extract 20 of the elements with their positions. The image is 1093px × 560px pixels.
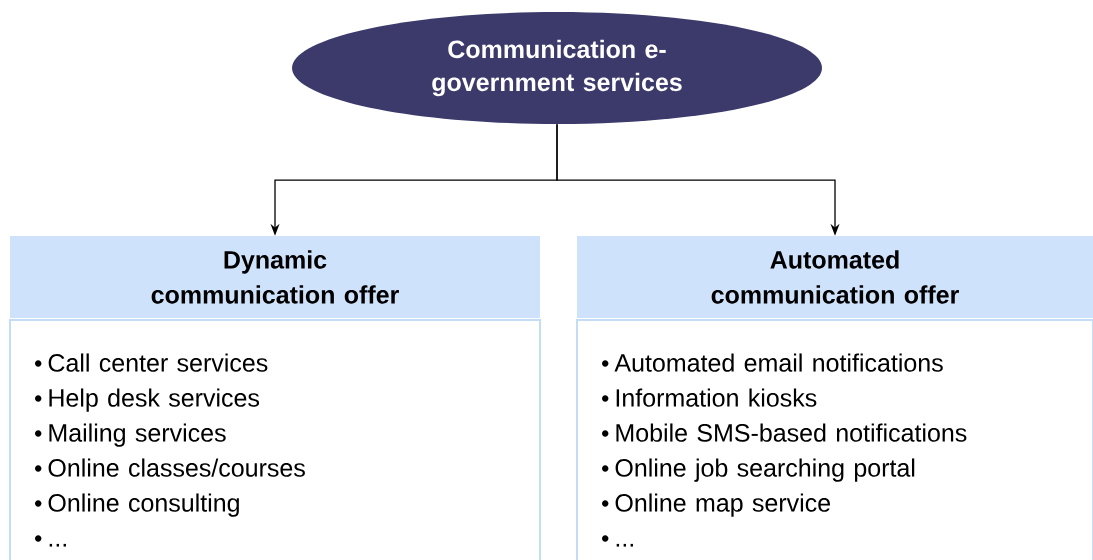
header-label: Automated communication offer bbox=[711, 250, 959, 304]
header-band bbox=[577, 236, 1093, 318]
title-ellipse bbox=[292, 12, 822, 124]
header-label: Dynamic communication offer bbox=[151, 250, 399, 304]
list-item: ... bbox=[616, 543, 633, 547]
list-box bbox=[576, 319, 1093, 560]
list-item: ... bbox=[49, 543, 66, 547]
list-item: Online classes/courses bbox=[48, 458, 305, 477]
header-band bbox=[10, 236, 540, 318]
list-item: Online job searching portal bbox=[615, 458, 915, 482]
list-item: Information kiosks bbox=[616, 388, 817, 407]
list-item: Mailing services bbox=[49, 423, 226, 447]
list-item: Call center services bbox=[48, 353, 268, 372]
list-item: Online consulting bbox=[48, 493, 239, 517]
list-item: Help desk services bbox=[49, 388, 259, 412]
ellipse-label: Communication e-government services bbox=[432, 39, 682, 97]
list-item: Online map service bbox=[615, 493, 830, 517]
list-item: Mobile SMS-based notifications bbox=[616, 423, 967, 442]
list-box bbox=[9, 319, 541, 560]
list-item: Automated email notifications bbox=[614, 353, 943, 372]
